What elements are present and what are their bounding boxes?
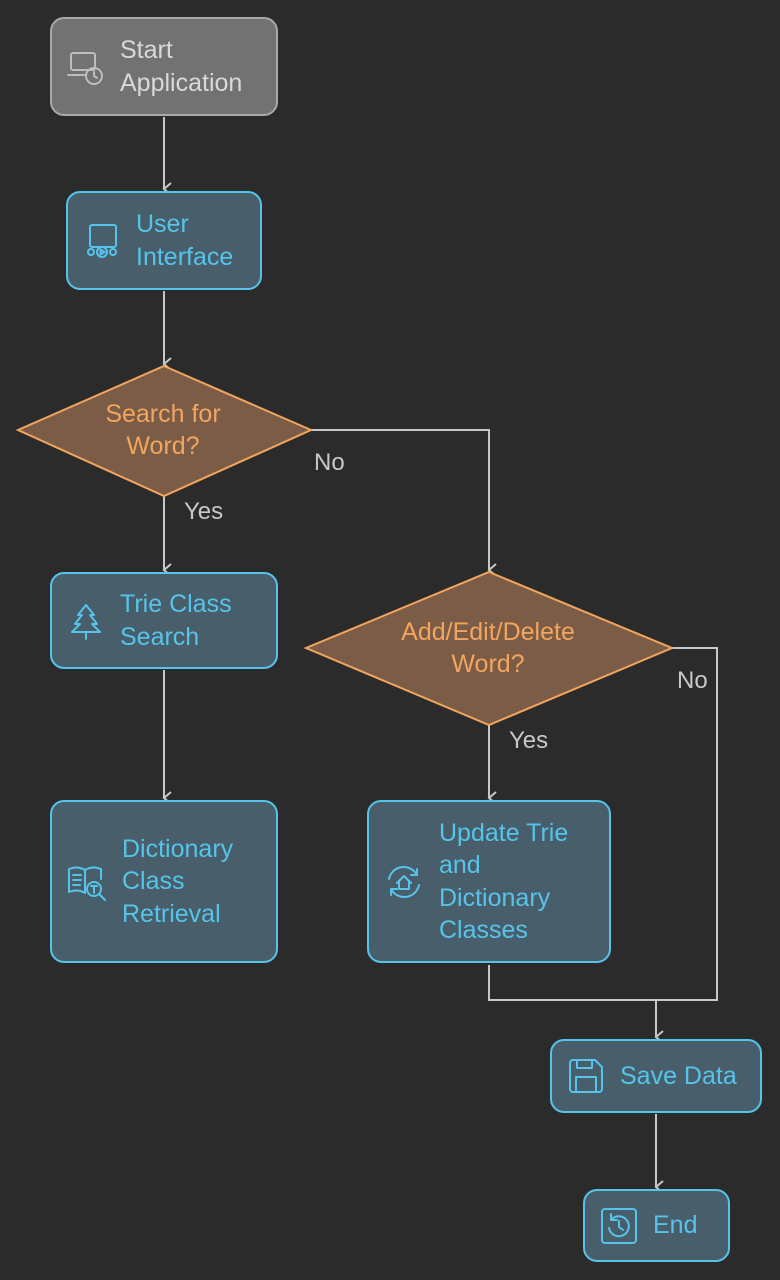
modify-decision-label: Add/Edit/Delete Word? (401, 618, 575, 678)
start-application-node: Start Application (50, 17, 278, 116)
edge-update-to-save (488, 965, 664, 1044)
edge-label-search-no: No (314, 449, 345, 476)
dictionary-class-retrieval-node: Dictionary Class Retrieval (50, 800, 278, 963)
edge-search-no (311, 429, 497, 577)
edge-label-modify-no: No (677, 667, 708, 694)
monitor-media-icon (82, 221, 122, 261)
save-data-node: Save Data (550, 1039, 762, 1113)
end-node: End (583, 1189, 730, 1262)
dictionary-class-retrieval-label: Dictionary Class Retrieval (122, 834, 234, 928)
floppy-disk-icon (566, 1056, 606, 1096)
edge-label-modify-yes: Yes (509, 727, 549, 754)
restart-icon (599, 1206, 639, 1246)
trie-class-search-node: Trie Class Search (50, 572, 278, 669)
user-interface-node: User Interface (66, 191, 262, 290)
start-application-label: Start Application (120, 36, 243, 97)
modify-decision-diamond (303, 570, 675, 727)
search-decision-diamond (15, 364, 314, 498)
save-data-label: Save Data (620, 1061, 737, 1090)
update-classes-node: Update Trie and Dictionary Classes (367, 800, 611, 963)
book-search-icon (66, 861, 108, 903)
user-interface-label: User Interface (136, 210, 234, 271)
update-classes-label: Update Trie and Dictionary Classes (439, 818, 569, 945)
laptop-clock-icon (66, 47, 106, 87)
tree-icon (66, 601, 106, 641)
end-label: End (653, 1211, 698, 1240)
refresh-home-icon (383, 861, 425, 903)
search-decision-label: Search for Word? (105, 400, 221, 460)
edge-label-search-yes: Yes (184, 498, 224, 525)
trie-class-search-label: Trie Class Search (120, 590, 232, 651)
edge-modify-no (656, 647, 718, 1001)
